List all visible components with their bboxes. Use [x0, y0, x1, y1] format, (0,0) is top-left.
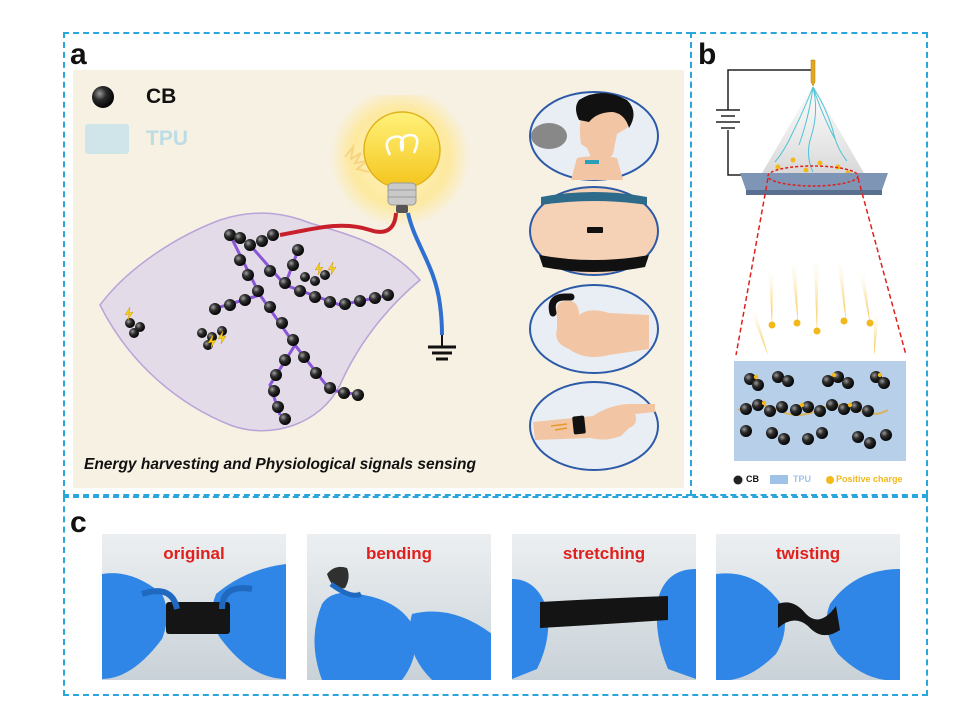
photo-original: original — [102, 534, 286, 680]
b-positive-charge-legend-marker — [826, 476, 834, 484]
b-tpu-legend-label: TPU — [793, 474, 811, 484]
original-gloves-illustration — [102, 564, 286, 679]
panel-b-frame — [690, 32, 928, 496]
twisting-gloves-illustration — [716, 569, 900, 680]
photo-twisting: twisting — [716, 534, 900, 680]
photo-label-original: original — [163, 544, 225, 563]
b-tpu-legend-marker — [770, 475, 788, 484]
application-wrist-icon — [529, 381, 659, 471]
panel-a-letter: a — [70, 38, 87, 71]
application-speech-icon — [529, 91, 659, 181]
photo-label-bending: bending — [365, 544, 433, 563]
electrospinning-diagram — [716, 59, 907, 461]
panel-c-frame — [63, 496, 928, 696]
photo-stretching: stretching — [512, 534, 696, 680]
photo-bending: bending — [307, 534, 491, 680]
panel-a-caption: Energy harvesting and Physiological sign… — [84, 456, 476, 473]
cb-legend-label: CB — [146, 85, 177, 108]
b-cb-legend-label: CB — [746, 474, 759, 484]
photo-label-stretching: stretching — [562, 544, 646, 563]
panel-b-letter: b — [698, 38, 717, 71]
application-abdomen-icon — [529, 186, 659, 276]
photo-label-twisting: twisting — [775, 544, 841, 563]
application-finger-bending-icon — [529, 284, 659, 374]
b-positive-charge-legend-label: Positive charge — [836, 474, 903, 484]
bending-gloves-illustration — [314, 566, 491, 680]
b-cb-legend-marker — [733, 475, 743, 485]
tpu-legend-label: TPU — [146, 127, 188, 150]
stretching-gloves-illustration — [512, 569, 696, 679]
panel-c-letter: c — [70, 506, 87, 539]
tpu-legend-marker — [85, 124, 129, 154]
tpu-cb-film-illustration — [99, 95, 470, 432]
cb-legend-marker — [92, 86, 114, 108]
